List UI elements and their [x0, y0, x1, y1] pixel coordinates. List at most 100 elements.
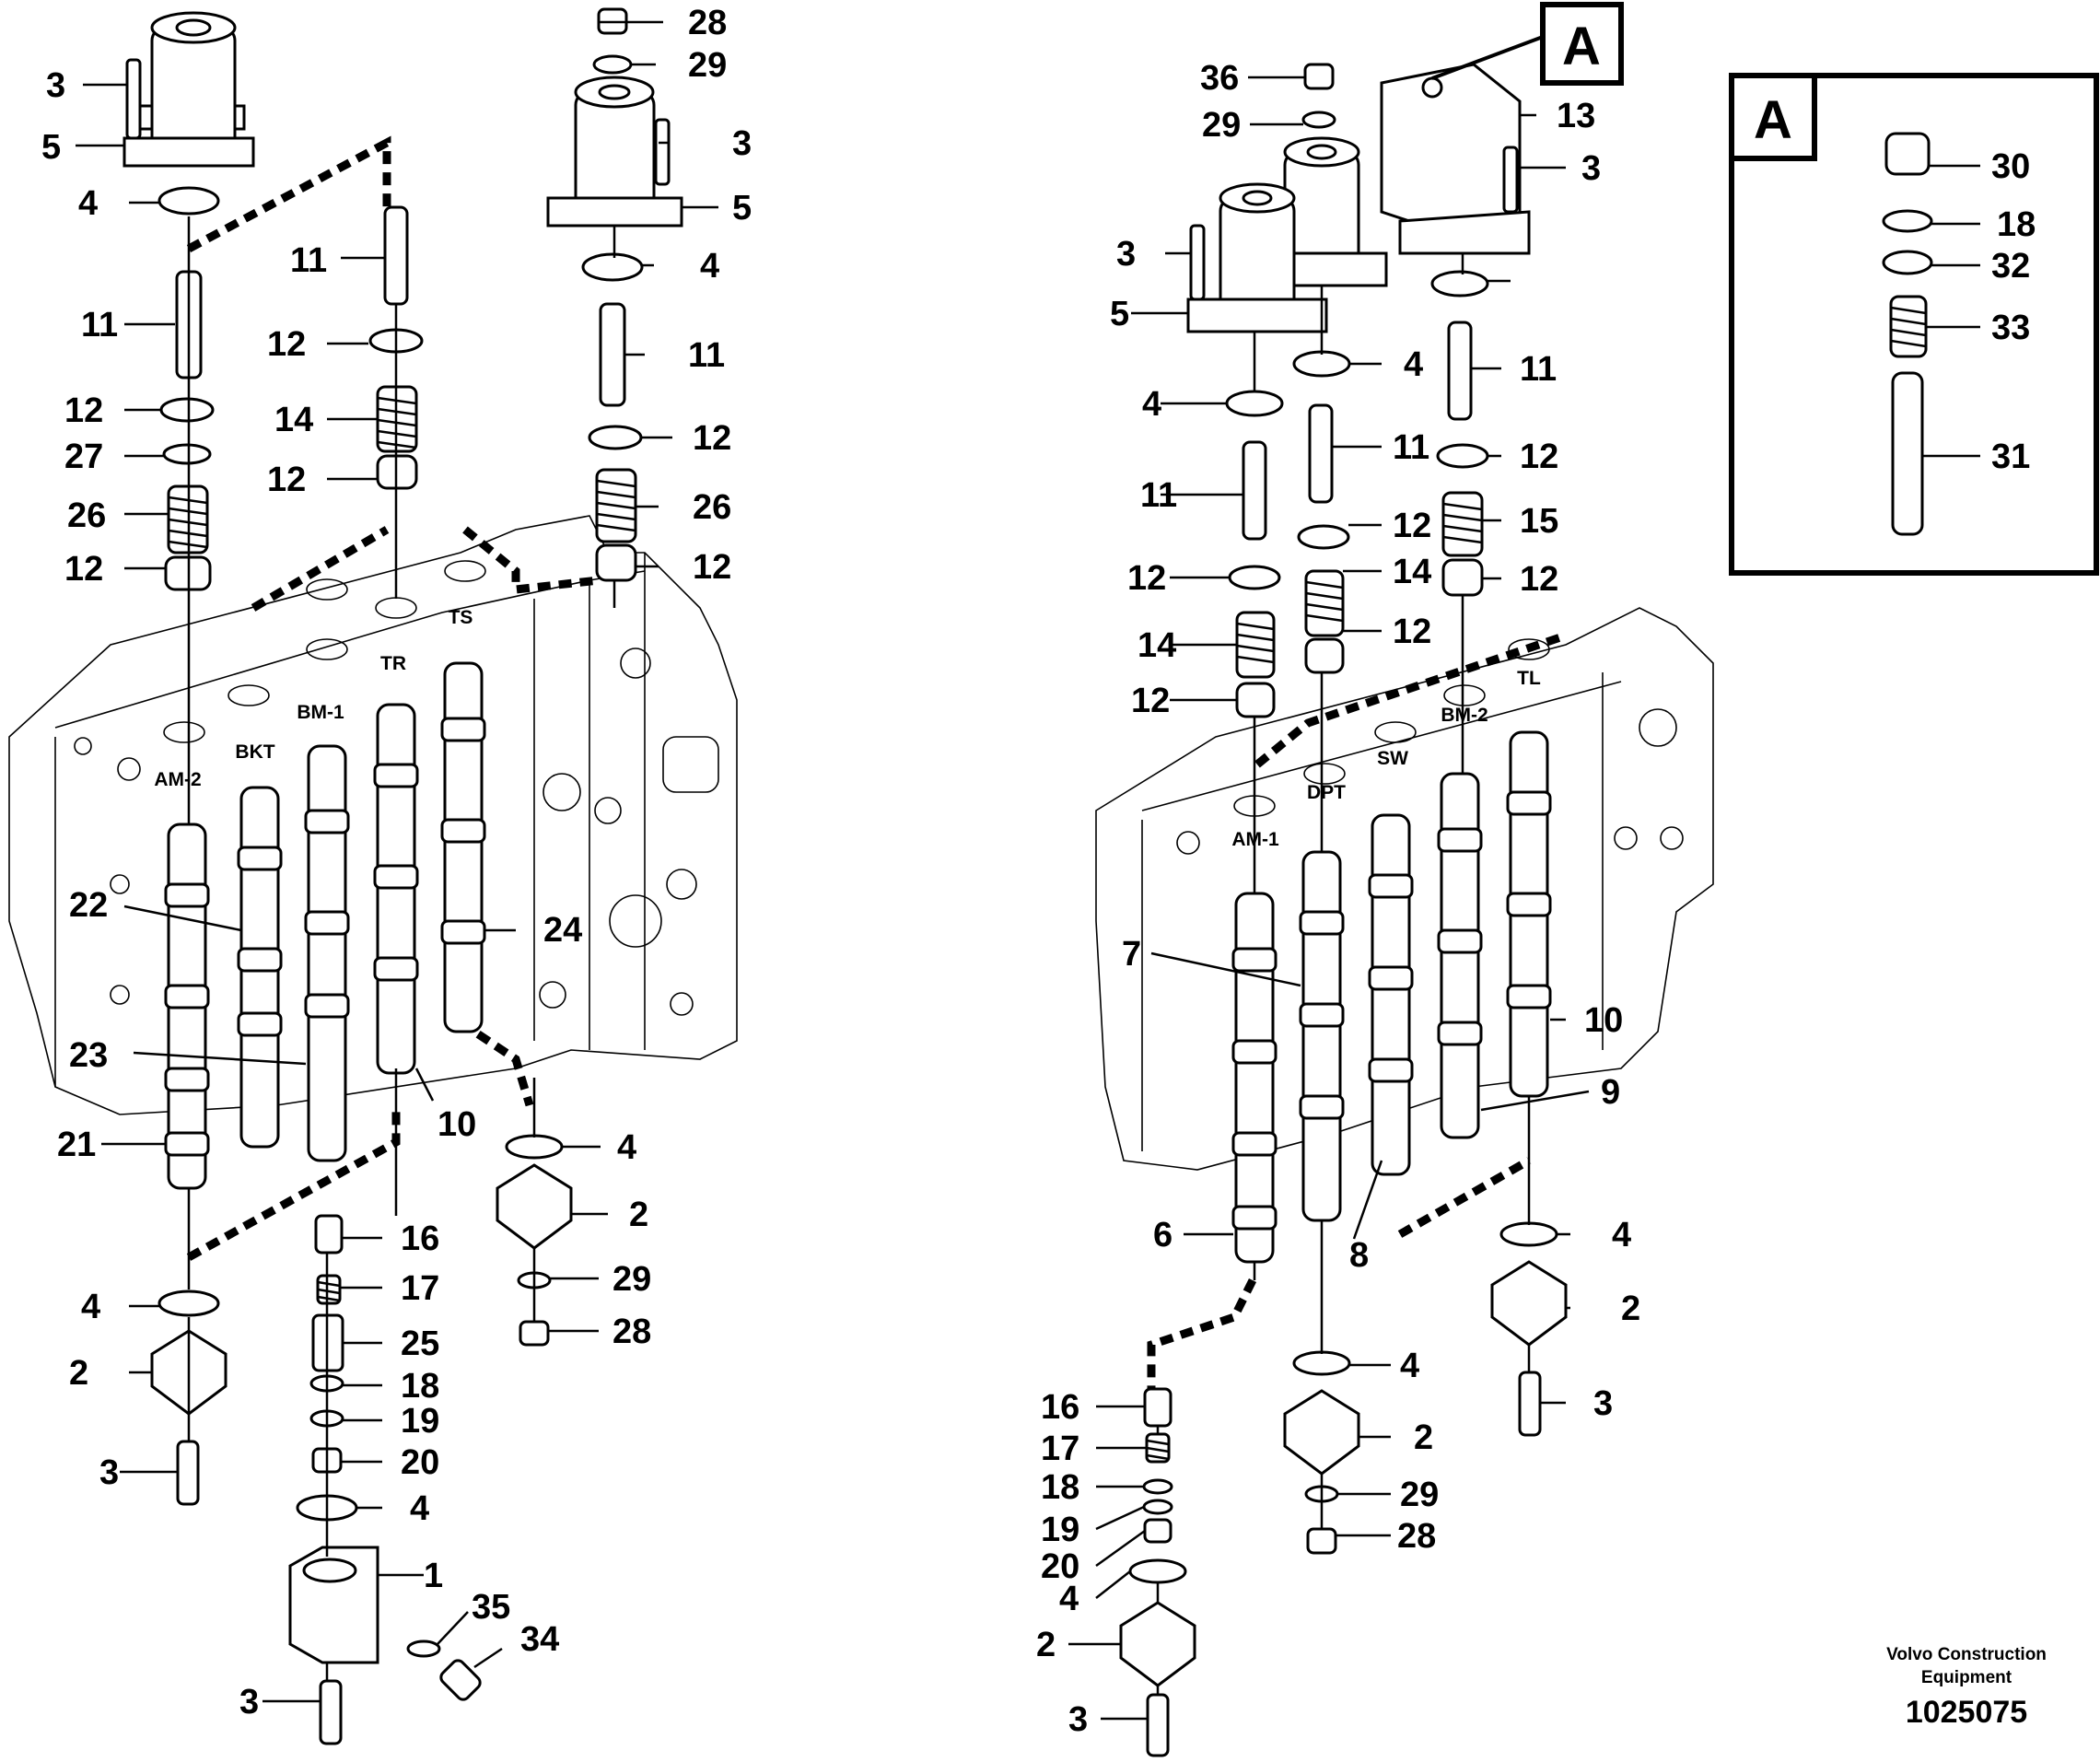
left-label-5: 12 — [64, 391, 103, 430]
spring-right-26 — [595, 468, 637, 543]
right-label-28: 3 — [1593, 1384, 1613, 1423]
seat-12-right-mid-lower — [1304, 637, 1345, 674]
right-label-21: 7 — [1122, 935, 1141, 974]
left-label-20: 26 — [693, 488, 731, 527]
o-ring-left-top — [158, 186, 220, 216]
left-bottom-components — [150, 1134, 573, 1745]
right-label-33: 16 — [1041, 1388, 1079, 1427]
left-label-30: 28 — [612, 1313, 651, 1351]
bolt-left-lowest — [319, 1679, 343, 1745]
left-label-37: 4 — [410, 1489, 429, 1528]
left-label-17: 4 — [700, 247, 719, 286]
bolt-left-top — [125, 58, 142, 140]
right-label-15: 14 — [1138, 626, 1176, 665]
left-label-8: 12 — [64, 550, 103, 589]
detail-label-4: 33 — [1991, 309, 2030, 347]
right-label-5: 3 — [1116, 235, 1136, 274]
plug-28-mid — [519, 1320, 550, 1347]
right-label-18: 12 — [1393, 613, 1431, 651]
left-label-31: 16 — [401, 1219, 439, 1258]
detail-part-labels: 30 18 32 33 31 — [1991, 147, 2036, 476]
seat-12-right-mid — [1297, 524, 1350, 550]
spool-tl — [1506, 730, 1552, 1098]
right-label-25: 8 — [1349, 1236, 1369, 1275]
seat-right-2 — [595, 543, 637, 582]
left-label-4: 11 — [81, 306, 118, 344]
left-label-23: 23 — [69, 1036, 108, 1075]
left-label-3: 4 — [78, 184, 98, 223]
right-label-19: 15 — [1520, 502, 1558, 541]
piston-16-left — [314, 1214, 344, 1254]
left-label-2: 5 — [41, 128, 61, 167]
left-label-42: 35 — [472, 1588, 510, 1627]
plunger-right-mid — [1308, 403, 1334, 504]
right-label-12: 12 — [1127, 559, 1166, 598]
o-ring-29-top — [592, 54, 633, 75]
right-label-10: 11 — [1393, 428, 1429, 467]
right-label-2: 29 — [1202, 106, 1241, 145]
right-label-1: 36 — [1200, 59, 1239, 98]
left-label-26: 10 — [438, 1105, 476, 1144]
seat-left-2 — [162, 443, 212, 465]
left-label-32: 17 — [401, 1269, 439, 1308]
spool-label-am-2: AM-2 — [154, 769, 201, 790]
spool-label-bm-2: BM-2 — [1441, 705, 1488, 726]
left-label-21: 12 — [693, 548, 731, 587]
plug-36 — [1303, 63, 1335, 90]
spring-17-left — [316, 1274, 342, 1305]
bolt-right-top — [654, 118, 671, 186]
plug-20-right — [1143, 1518, 1172, 1544]
right-label-35: 18 — [1041, 1468, 1079, 1507]
left-label-38: 4 — [81, 1288, 100, 1326]
o-ring-4-right-front — [1225, 390, 1284, 417]
right-label-23: 9 — [1601, 1073, 1620, 1112]
pilot-cap-right-front — [1186, 182, 1328, 333]
right-label-16: 14 — [1393, 553, 1431, 591]
plug-28-right-dpt — [1306, 1527, 1337, 1555]
bolt-right-tl — [1518, 1371, 1542, 1437]
left-spools — [164, 661, 486, 1190]
document-number: 1025075 — [1905, 1695, 2028, 1730]
spool-dpt — [1299, 850, 1345, 1222]
detail-plug-30 — [1884, 132, 1931, 176]
o-ring-4-right-lower — [1128, 1558, 1187, 1584]
bolt-right-front — [1189, 224, 1206, 301]
right-label-40: 3 — [1068, 1700, 1088, 1739]
detail-box-a: A — [1729, 73, 2099, 576]
left-top-components — [122, 7, 683, 591]
spool-label-ts: TS — [449, 607, 473, 628]
end-block-1 — [288, 1546, 379, 1664]
left-label-7: 26 — [67, 496, 106, 535]
left-label-40: 3 — [99, 1453, 119, 1492]
left-label-6: 27 — [64, 438, 103, 476]
left-label-36: 20 — [401, 1443, 439, 1482]
spool-am-2 — [164, 823, 210, 1190]
spool-ts — [440, 661, 486, 1033]
spool-bm-1 — [304, 744, 350, 1162]
right-label-4: 3 — [1581, 149, 1601, 188]
left-spool-labels: AM-2 BKT BM-1 TR TS — [154, 607, 472, 790]
right-spool-labels: AM-1 DPT SW BM-2 TL — [1231, 668, 1541, 850]
ring-18-right — [1142, 1478, 1173, 1495]
end-cap-right-dpt — [1283, 1389, 1360, 1476]
right-spools — [1231, 730, 1552, 1264]
right-valve-body — [1095, 607, 1714, 1171]
detail-seat-32 — [1882, 250, 1933, 275]
pilot-cap-right — [546, 76, 683, 228]
maker-name-line-1: Volvo Construction — [1886, 1645, 2047, 1664]
right-label-26: 4 — [1612, 1216, 1631, 1254]
o-ring-4-right-dpt — [1292, 1350, 1351, 1376]
piston-16-right — [1143, 1387, 1172, 1428]
end-cap-mid — [496, 1163, 573, 1250]
detail-label-3: 32 — [1991, 247, 2030, 286]
detail-label-2: 18 — [1997, 205, 2036, 244]
right-label-31: 29 — [1400, 1476, 1439, 1514]
spool-label-tr: TR — [380, 653, 406, 674]
right-label-38: 4 — [1059, 1580, 1079, 1618]
left-label-18: 11 — [688, 336, 725, 375]
spool-tr — [373, 703, 419, 1075]
left-label-35: 19 — [401, 1402, 439, 1441]
detail-a-letter: A — [1754, 90, 1792, 150]
seat-12-right-front — [1228, 565, 1281, 590]
left-label-16: 5 — [732, 189, 752, 228]
